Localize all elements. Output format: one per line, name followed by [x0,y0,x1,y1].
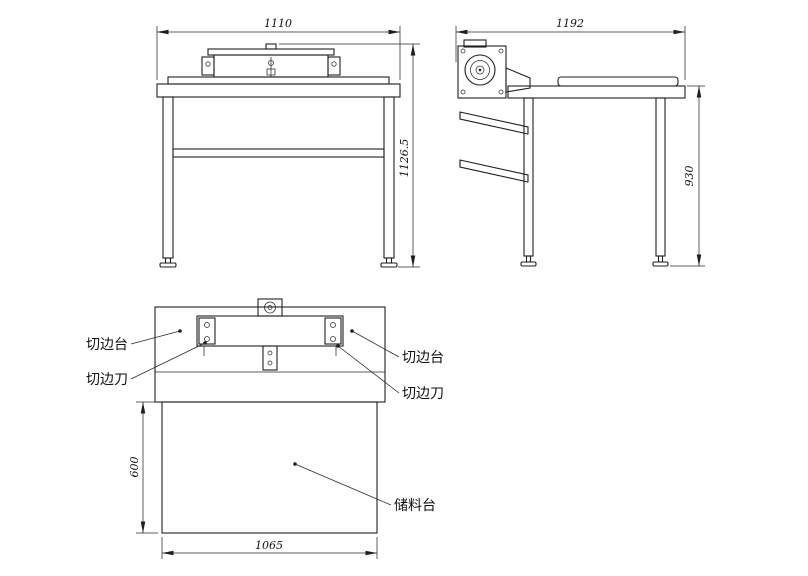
front-width-dimension: 1110 [156,17,401,80]
leader-dot-trim-table-right [350,329,354,333]
plan-blade-band [196,315,344,347]
front-leg-left [162,96,174,259]
side-height-dim-text: 930 [683,166,696,187]
plan-bracket-hole-2 [267,360,273,366]
plan-bolt-l2 [204,336,210,342]
chute-bracket-lower [459,159,529,183]
side-motor-assembly [457,39,531,99]
front-top-stud [265,43,277,50]
leader-dot-trim-knife-right [336,344,340,348]
leader-dot-trim-knife-left [203,341,207,345]
label-trim-table-left: 切边台 [86,337,128,353]
side-mat [557,76,679,87]
front-foot-pad-right [380,262,398,268]
leader-storage-table [294,463,392,506]
plan-bolt-r2 [330,336,336,342]
plan-depth-dim-text: 600 [128,457,141,478]
leader-trim-knife-left [130,342,206,380]
label-trim-table-right: 切边台 [402,350,444,366]
front-machine-body [156,43,401,268]
side-leg-right [655,97,666,257]
pulley-hub [475,65,485,75]
side-foot-pad-right [652,261,669,267]
plan-knife-block-left [198,317,216,345]
plan-depth-dimension: 600 [128,401,158,534]
front-beam-flange [207,48,335,56]
plan-machine-body [154,298,386,534]
front-center-bolt [268,60,274,66]
motor-cap [463,39,487,48]
label-storage-table: 储料台 [394,498,436,514]
side-view: 1192 [455,17,705,267]
leader-dot-storage-table [293,462,297,466]
belt-guard [505,67,531,93]
plan-motor-mount [257,298,283,317]
front-bolt-right [331,61,337,67]
plan-width-dim-text: 1065 [255,539,283,552]
plan-knife-block-right [324,317,342,345]
motor-bolt-br [498,89,504,95]
front-shelf [172,148,385,158]
side-foot-stem-left [525,255,532,263]
motor-bolt-bl [460,89,466,95]
leader-trim-knife-right [337,345,400,394]
chute-bracket-upper [459,111,529,135]
motor-bolt-tr [498,48,504,54]
plan-motor-shaft-inner [267,305,273,310]
leader-dot-trim-table-left [178,329,182,333]
leader-trim-table-left [130,330,181,345]
front-foot-stem-right [385,257,393,264]
leader-trim-table-right [351,330,400,358]
front-leg-right [383,96,395,259]
side-foot-stem-right [657,255,664,263]
side-foot-pad-left [520,261,537,267]
motor-bolt-tl [460,48,466,54]
label-trim-knife-left: 切边刀 [86,372,128,388]
plan-bracket-hole-1 [267,350,273,356]
side-width-dimension: 1192 [455,17,686,80]
plan-bolt-r1 [330,322,336,328]
front-end-bracket-right [327,56,341,76]
front-width-dim-text: 1110 [264,17,292,30]
front-tabletop [156,83,401,98]
front-bolt-left [205,61,211,67]
front-foot-stem-left [164,257,172,264]
side-height-dimension: 930 [670,85,705,267]
front-view: 1110 112 [156,17,420,268]
pulley-mid [470,60,490,80]
front-height-dim-text: 1126.5 [398,139,411,178]
pulley-outer [464,54,496,86]
pulley-center [478,68,482,72]
plan-view: 600 1065 切边台 切边刀 切边台 切边刀 储料台 [86,298,444,559]
side-width-dim-text: 1192 [556,17,584,30]
front-center-block [266,68,276,76]
plan-width-dimension: 1065 [161,537,378,559]
side-machine-body [459,76,686,267]
plan-callouts: 切边台 切边刀 切边台 切边刀 储料台 [86,329,444,514]
plan-center-bracket [262,345,278,371]
front-foot-pad-left [159,262,177,268]
front-bed-plate [167,76,390,85]
side-tabletop [507,85,686,99]
plan-motor-shaft-outer [264,301,276,314]
plan-storage-table [161,401,378,534]
front-height-dimension: 1126.5 [279,43,420,268]
plan-trim-table [154,306,386,403]
front-end-bracket-left [201,56,215,76]
label-trim-knife-right: 切边刀 [402,386,444,402]
plan-bolt-l1 [204,322,210,328]
